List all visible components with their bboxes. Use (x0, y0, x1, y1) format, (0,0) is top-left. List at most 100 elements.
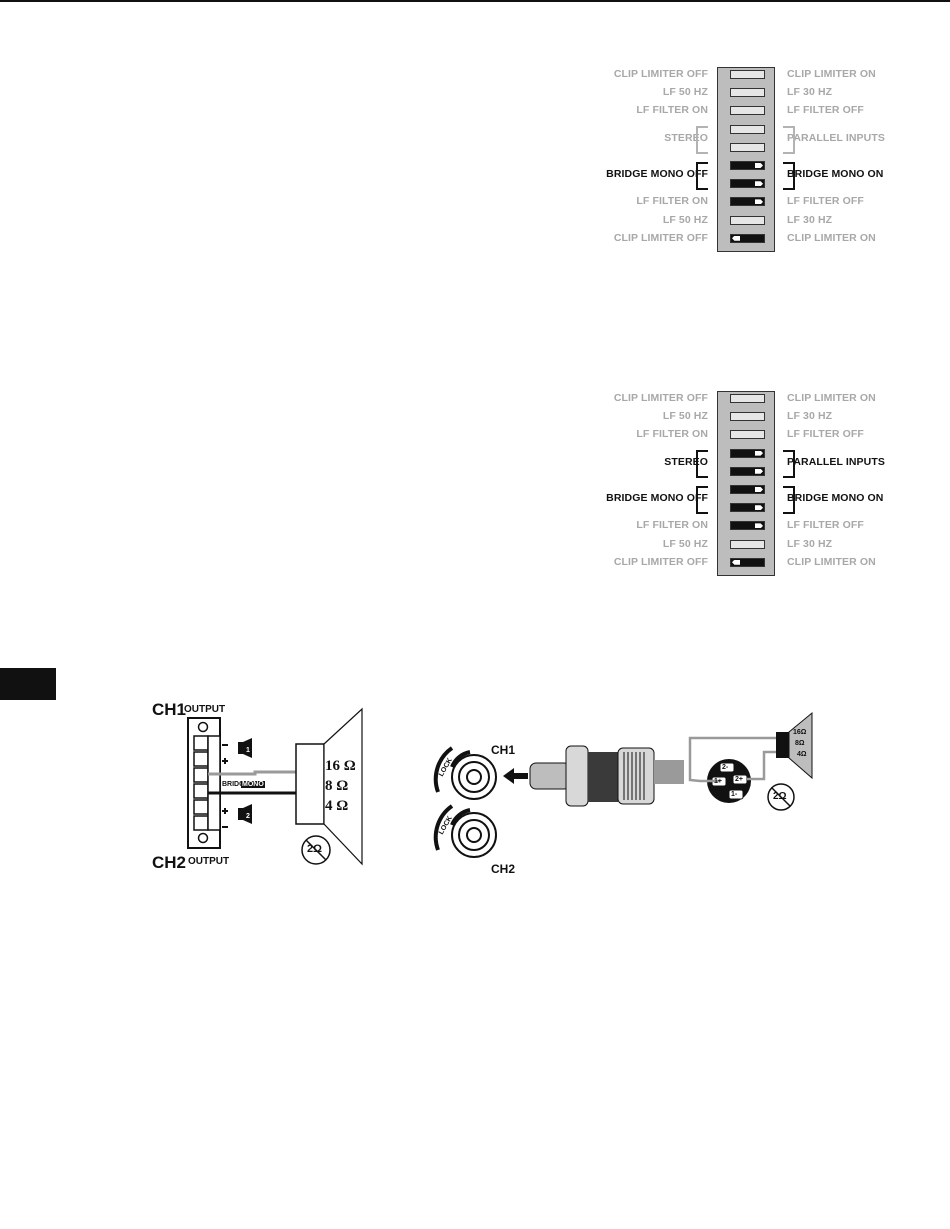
switch-label-on: PARALLEL INPUTS (787, 131, 885, 144)
impedance-4: 4 Ω (325, 798, 349, 814)
switch-label-on: PARALLEL INPUTS (787, 455, 885, 468)
switch-label-off: CLIP LIMITER OFF (613, 392, 708, 404)
switch-label-on: LF 30 HZ (787, 213, 833, 226)
switch-actuator (755, 523, 763, 529)
switch-label-off: LF 50 HZ (662, 537, 708, 550)
pin-1-plus: 1+ (714, 778, 722, 785)
impedance-8: 8 Ω (325, 778, 349, 794)
switch-label-on: CLIP LIMITER ON (787, 231, 876, 244)
ch1-label: CH1 (152, 700, 187, 719)
dip-switch-2[interactable] (730, 412, 765, 422)
speaker-2-number: 2 (246, 813, 250, 820)
pair-bracket-left (696, 449, 708, 478)
speakon-impedance-8: 8Ω (795, 740, 805, 747)
switch-label-on: LF 30 HZ (787, 537, 833, 550)
switch-label-on: LF FILTER OFF (787, 428, 864, 441)
switch-label-off: LF FILTER ON (636, 519, 708, 532)
switch-label-on: LF 30 HZ (787, 86, 833, 99)
dip-switch-8[interactable] (730, 197, 765, 207)
pair-bracket-right (783, 162, 795, 191)
dip-switch-3[interactable] (730, 430, 765, 440)
switch-label-on: BRIDGE MONO ON (787, 492, 884, 504)
pair-bracket-left (696, 162, 708, 191)
switch-label-on: LF FILTER OFF (787, 519, 864, 532)
no-2-ohm-label: 2Ω (307, 843, 322, 855)
switch-actuator (755, 181, 763, 187)
speakon-no-2-ohm-label: 2Ω (773, 791, 787, 802)
dip-switch-7[interactable] (730, 503, 765, 513)
switch-actuator (755, 199, 763, 205)
pair-bracket-right (783, 449, 795, 478)
speakon-impedance-4: 4Ω (797, 751, 807, 758)
dip-switch-1[interactable] (730, 70, 765, 79)
section-tab (0, 668, 56, 700)
switch-label-off: BRIDGE MONO OFF (606, 168, 708, 180)
dip-switch-1[interactable] (730, 394, 765, 403)
speaker-1-number: 1 (246, 747, 250, 754)
dip-switch-6[interactable] (730, 485, 765, 494)
pin-2-minus: 2- (722, 764, 729, 771)
switch-label-off: LF FILTER ON (636, 428, 708, 441)
pair-bracket-left (696, 125, 708, 154)
dip-switch-5[interactable] (730, 466, 765, 476)
dip-switch-8[interactable] (730, 521, 765, 531)
speakon-socket-ch1 (433, 746, 497, 800)
dip-switch-row: 5 (600, 464, 920, 482)
dip-switch-7[interactable] (730, 179, 765, 189)
mono-label: MONO (241, 781, 265, 788)
dip-switch-9[interactable] (730, 215, 765, 225)
switch-label-off: LF FILTER ON (636, 104, 708, 117)
switch-label-on: CLIP LIMITER ON (787, 555, 876, 568)
dip-switch-9[interactable] (730, 539, 765, 549)
switch-actuator (755, 468, 763, 474)
switch-label-on: LF FILTER OFF (787, 104, 864, 117)
switch-label-off: LF FILTER ON (636, 195, 708, 208)
dip-switch-row: 7 (600, 176, 920, 194)
dip-switch-4[interactable] (730, 448, 765, 458)
top-rule (0, 0, 950, 2)
switch-actuator (755, 487, 763, 492)
dip-switch-5[interactable] (730, 142, 765, 152)
dip-switch-10[interactable] (730, 233, 765, 243)
pair-bracket-right (783, 125, 795, 154)
pin-1-minus: 1- (731, 791, 738, 798)
switch-label-on: BRIDGE MONO ON (787, 168, 884, 180)
pair-bracket-left (696, 486, 708, 515)
switch-label-off: LF 50 HZ (662, 410, 708, 423)
dip-switch-10[interactable] (730, 557, 765, 567)
switch-label-off: CLIP LIMITER OFF (613, 68, 708, 80)
dip-switch-3[interactable] (730, 106, 765, 116)
dip-switch-row: 7 (600, 500, 920, 518)
switch-actuator (732, 559, 740, 565)
switch-label-on: CLIP LIMITER ON (787, 392, 876, 404)
dip-switch-2[interactable] (730, 88, 765, 98)
bridge-label: BRIDGE (222, 781, 250, 788)
switch-label-on: LF FILTER OFF (787, 195, 864, 208)
switch-actuator (755, 450, 763, 456)
dip-switch-4[interactable] (730, 124, 765, 134)
dip-switch-6[interactable] (730, 161, 765, 170)
speakon-impedance-16: 16Ω (793, 729, 807, 736)
switch-actuator (755, 505, 763, 511)
speakon-ch1-label: CH1 (491, 743, 516, 757)
speakon-ch2-label: CH2 (491, 862, 516, 876)
speakon-socket-ch2 (433, 804, 497, 858)
ch2-label: CH2 (152, 853, 187, 872)
switch-label-on: LF 30 HZ (787, 410, 833, 423)
ch2-output-label: OUTPUT (188, 856, 230, 867)
dip-switch-row: 5 (600, 140, 920, 158)
